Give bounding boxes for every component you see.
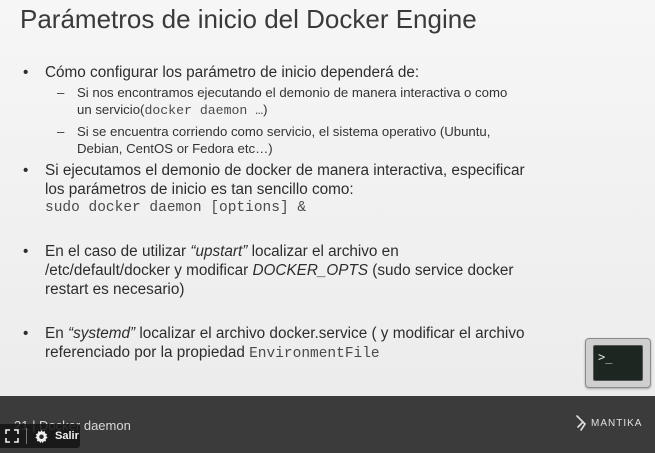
slide-content: • Cómo configurar los parámetro de inici… [23,64,525,362]
bullet-2: • Si ejecutamos el demonio de docker de … [23,162,525,216]
sub-bullet-dash: – [57,85,65,100]
bullet-dot: • [23,64,29,81]
bullet-1: • Cómo configurar los parámetro de inici… [23,64,420,81]
divider [26,428,27,444]
brand-name: MANTIKA [591,417,643,429]
inline-code: EnvironmentFile [249,346,380,362]
terminal-icon: >_ [585,338,651,388]
fullscreen-icon[interactable] [4,428,20,444]
terminal-prompt: >_ [598,350,613,364]
slide-title: Parámetros de inicio del Docker Engine [20,4,477,34]
code-line: sudo docker daemon [options] & [45,200,307,216]
slide: Parámetros de inicio del Docker Engine •… [0,0,655,396]
video-player-controls: Salir [0,424,80,448]
sub-bullet-dash: – [57,124,65,139]
sub-bullet-2: – Si se encuentra corriendo como servici… [57,124,491,156]
terminal-screen: >_ [593,345,643,381]
slide-footer: 21 | Docker daemon MANTIKA [0,396,655,453]
bullet-3: • En el caso de utilizar “upstart” local… [23,243,514,298]
bullet-dot: • [23,243,29,260]
bullet-dot: • [23,162,29,179]
bullet-dot: • [23,325,29,342]
brand-logo: MANTIKA [575,413,642,433]
gear-icon[interactable] [33,428,49,444]
inline-code: docker daemon … [144,103,264,118]
mantika-logo-icon [576,415,587,431]
exit-button[interactable]: Salir [55,430,79,442]
sub-bullet-1: – Si nos encontramos ejecutando el demon… [57,85,508,118]
bullet-4: • En “systemd” localizar el archivo dock… [23,325,525,362]
